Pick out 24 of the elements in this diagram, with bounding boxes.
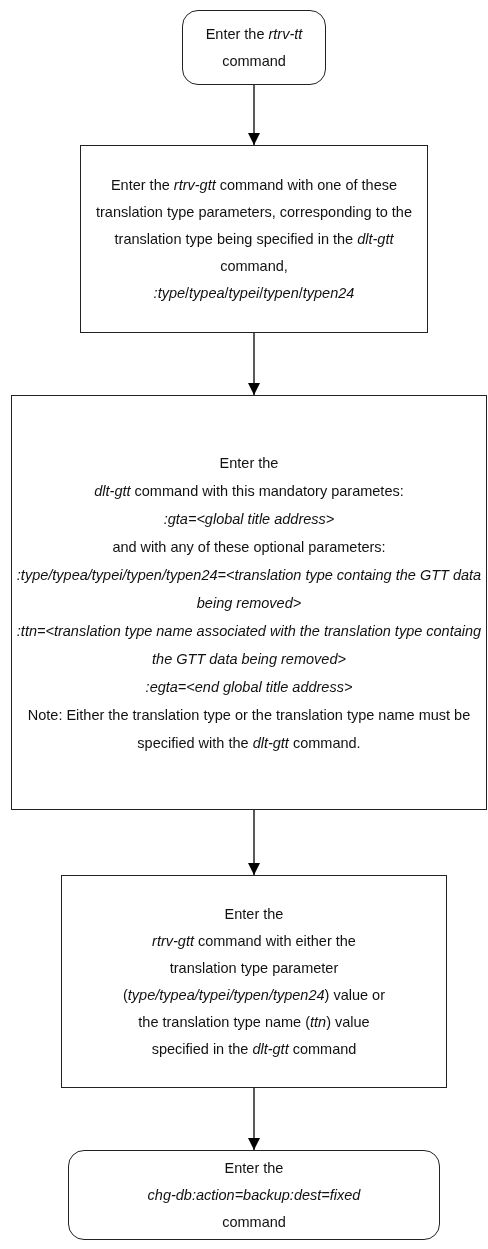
step-text: Enter the: [218, 453, 280, 473]
step-text: Enter the rtrv-tt command: [204, 24, 304, 71]
process-box: [11, 395, 487, 810]
step-text: rtrv-gtt command with either the translation type parameter (type/typea/typei/typen/typen24) value or the translation type name (ttn) value specified in the dlt-gtt command: [122, 931, 386, 1059]
step-text: :type/typea/typei/typen/typen24=<translation type containg the GTT data being removed>: [15, 565, 483, 613]
step-text: :egta=<end global title address>: [144, 677, 354, 697]
arrow: [248, 84, 260, 146]
step-text: chg-db:action=backup:dest=fixed: [146, 1185, 362, 1205]
step-text: dlt-gtt command with this mandatory parametes:: [93, 481, 405, 501]
arrow: [248, 809, 260, 876]
process-box: [80, 145, 428, 333]
step-text: and with any of these optional parameters:: [111, 537, 387, 557]
process-box: [61, 875, 447, 1088]
step-text: :type/typea/typei/typen/typen24: [152, 283, 356, 303]
step-text: command: [221, 1212, 287, 1232]
terminal-box: [182, 10, 326, 85]
step-text: :ttn=<translation type name associated with the translation type containg the GTT data being removed>: [15, 621, 483, 669]
terminal-box: [68, 1150, 440, 1240]
step-text: Enter the: [223, 904, 285, 924]
step-text: :gta=<global title address>: [162, 509, 336, 529]
arrow: [248, 332, 260, 396]
step-text: Enter the: [223, 1158, 285, 1178]
step-text: Note: Either the translation type or the translation type name must be specified with the dlt-gtt command.: [26, 705, 472, 753]
arrow: [248, 1087, 260, 1151]
